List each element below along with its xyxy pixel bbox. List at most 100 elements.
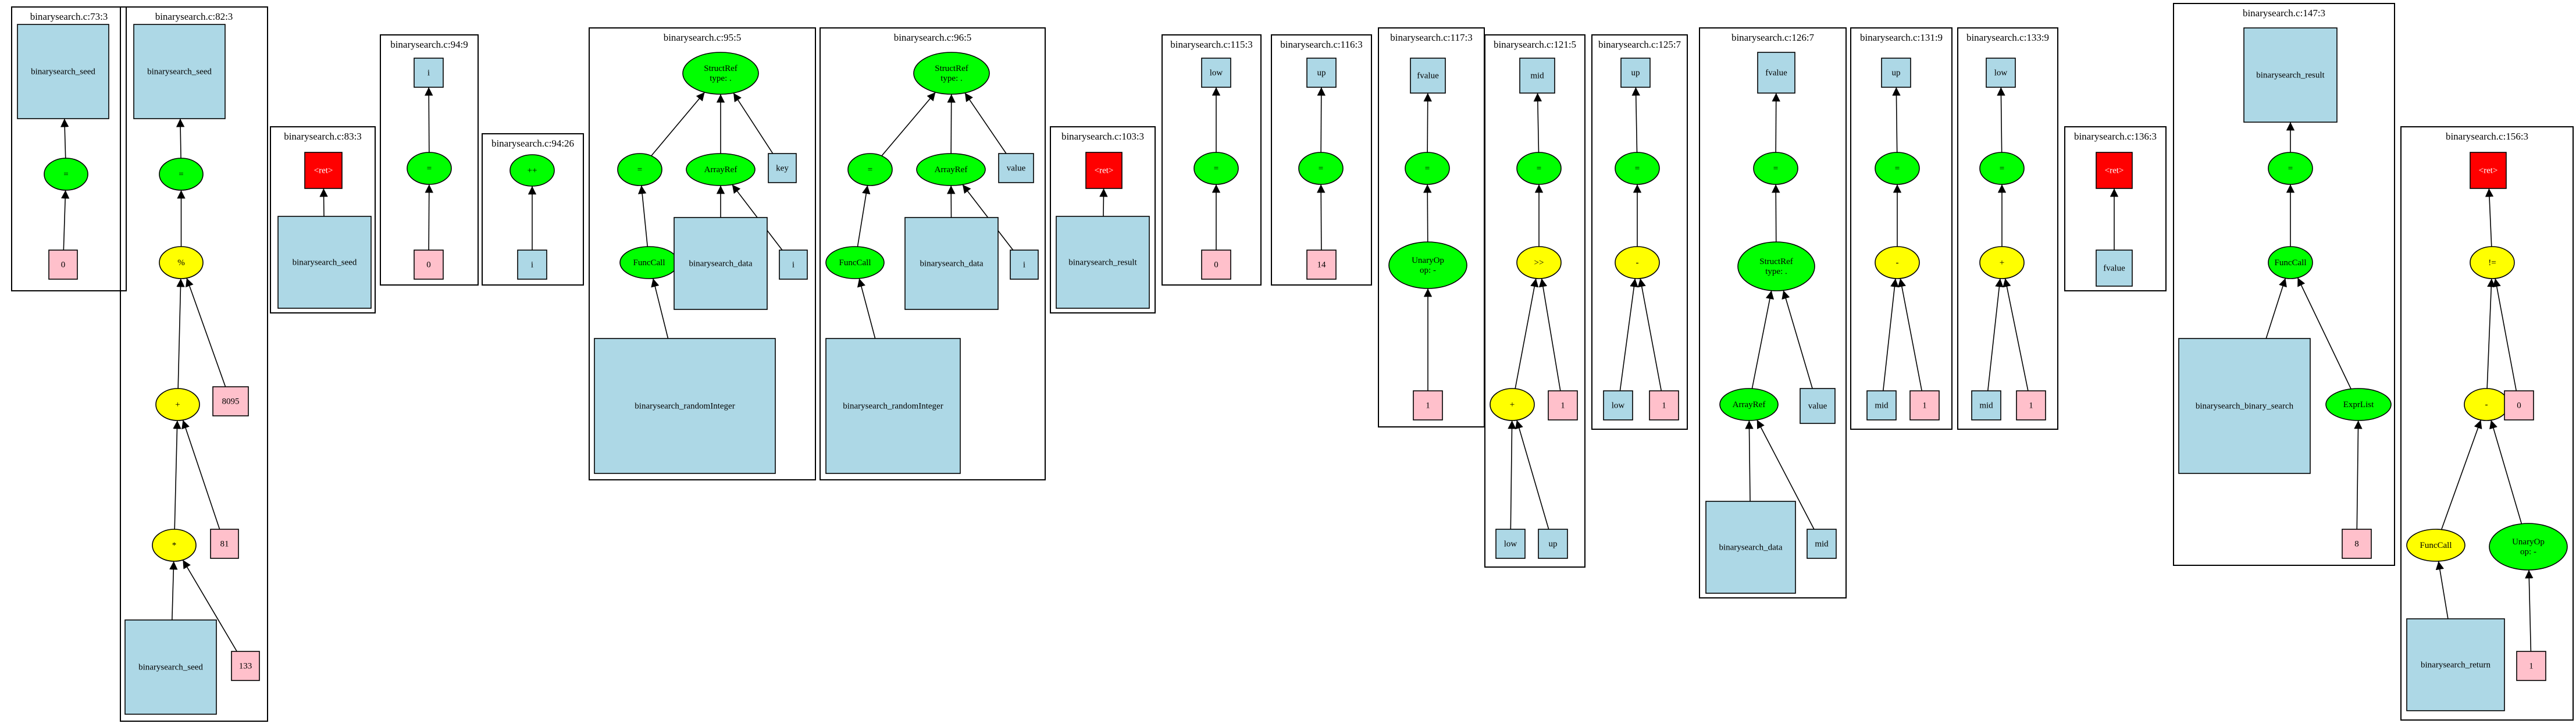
cluster-title: binarysearch.c:94:26: [491, 138, 574, 149]
node-label: +: [175, 400, 180, 409]
constant-node: 1: [1548, 391, 1577, 420]
node-label: ExprList: [2343, 400, 2374, 409]
node-label: 1: [2029, 401, 2033, 411]
cluster-title: binarysearch.c:131:9: [1860, 32, 1943, 43]
node-shape: [914, 52, 989, 94]
edge-mid-to-sub: [1883, 279, 1896, 391]
cluster-title: binarysearch.c:115:3: [1170, 39, 1252, 50]
node-label: FuncCall: [633, 258, 665, 268]
node-label: -: [2485, 400, 2488, 409]
edge-mid-to-add: [1988, 279, 2000, 391]
edge-val-to-sr: [965, 93, 1006, 154]
edge-low-to-sub: [1620, 279, 1635, 391]
node-label: up: [1549, 540, 1558, 549]
operator-node-arrayref: ArrayRef: [686, 154, 755, 186]
variable-node-up: up: [1882, 58, 1911, 87]
cluster-title: binarysearch.c:126:7: [1731, 32, 1815, 43]
node-label: up: [1317, 69, 1326, 78]
edges: [323, 188, 324, 216]
variable-node-fvalue: fvalue: [1758, 52, 1795, 93]
variable-node-binarysearch-data: binarysearch_data: [905, 218, 998, 309]
constant-node: 81: [211, 529, 238, 558]
cluster-binarysearch-c-103-3: binarysearch.c:103:3<ret>binarysearch_re…: [1050, 127, 1155, 313]
node-label: binarysearch_randomInteger: [843, 402, 943, 411]
variable-node-binarysearch-randominteger: binarysearch_randomInteger: [594, 338, 775, 473]
operator-node-increment: ++: [510, 155, 554, 186]
cluster-title: binarysearch.c:125:7: [1598, 39, 1681, 50]
edge-op-to-v: [1538, 93, 1539, 152]
edges: [1883, 87, 1922, 391]
node-label: %: [177, 258, 185, 268]
edges: [1103, 188, 1104, 216]
constant-node: 8095: [213, 387, 248, 416]
edge-op-to-v: [1896, 87, 1897, 152]
operator-node-arrayref: ArrayRef: [917, 154, 985, 186]
node-label: <ret>: [314, 166, 333, 176]
operator-node-assign: =: [1517, 152, 1561, 184]
node-label: -: [1896, 258, 1899, 268]
node-label: =: [2288, 164, 2293, 173]
edge-c-to-add: [2005, 279, 2028, 391]
edge-mul-to-add: [174, 420, 177, 529]
operator-node-assign: =: [44, 158, 88, 190]
operator-node-assign: =: [1875, 152, 1919, 184]
node-label: FuncCall: [839, 258, 871, 268]
node-label: 1: [1426, 401, 1430, 411]
edge-ne-to-ret: [2489, 188, 2491, 247]
edge-v2-to-mul: [172, 561, 174, 620]
node-label: binarysearch_data: [1719, 543, 1782, 553]
node-label: =: [1214, 164, 1218, 173]
node-label: +: [1510, 400, 1515, 409]
constant-node: 0: [2504, 391, 2534, 420]
operator-node-funccall: FuncCall: [826, 247, 884, 279]
edge-sub-to-ne: [2487, 279, 2492, 389]
node-label: binarysearch_data: [689, 259, 752, 269]
node-label: >>: [1534, 258, 1544, 268]
variable-node-fvalue: fvalue: [1410, 58, 1445, 93]
variable-node-binarysearch-seed: binarysearch_seed: [125, 620, 216, 714]
node-label: +: [2000, 258, 2004, 268]
operator-node-assign: =: [1405, 152, 1449, 184]
edge-c1-to-u: [2529, 570, 2531, 651]
operator-node-funccall: FuncCall: [620, 247, 678, 279]
operator-node-assign: =: [1980, 152, 2024, 184]
variable-node-binarysearch-data: binarysearch_data: [1706, 501, 1795, 593]
node-label: 1: [1662, 401, 1666, 411]
edge-op-to-sr: [882, 92, 936, 156]
node-label: i: [1023, 261, 1025, 270]
variable-node-binarysearch-result: binarysearch_result: [2244, 28, 2337, 122]
node-label: binarysearch_seed: [147, 67, 212, 77]
node-label: =: [1319, 164, 1323, 173]
edge-op-to-v: [1636, 87, 1637, 152]
variable-node-binarysearch-seed: binarysearch_seed: [134, 24, 225, 119]
operator-node-arrayref: ArrayRef: [1720, 389, 1778, 420]
constant-node: 133: [231, 651, 259, 680]
edge-c8095-to-mod: [187, 278, 226, 387]
operator-node-assign: =: [848, 154, 892, 186]
edge-add-to-sh: [1515, 279, 1536, 389]
node-label: 0: [1214, 261, 1218, 270]
edge-v-to-ret: [1103, 188, 1104, 216]
edge-fc-to-op: [642, 186, 648, 247]
operator-node-assign: =: [2268, 152, 2313, 184]
operator-node-funccall: FuncCall: [2268, 247, 2313, 279]
variable-node-i: i: [779, 250, 807, 279]
node-label: binarysearch_data: [920, 259, 983, 269]
node-label: -: [1636, 258, 1639, 268]
cluster-binarysearch-c-82-3: binarysearch.c:82:3binarysearch_seed=%80…: [120, 7, 268, 721]
node-shape: [1738, 242, 1815, 291]
operator-node-plus: +: [1490, 389, 1534, 420]
node-label: low: [1504, 540, 1517, 549]
edge-ri-to-fc: [859, 279, 875, 338]
node-label: 0: [2517, 401, 2521, 411]
node-label: binarysearch_result: [1068, 258, 1137, 268]
node-label: =: [1425, 164, 1430, 173]
variable-node-i: i: [414, 58, 443, 87]
constant-node: 1: [1910, 391, 1939, 420]
